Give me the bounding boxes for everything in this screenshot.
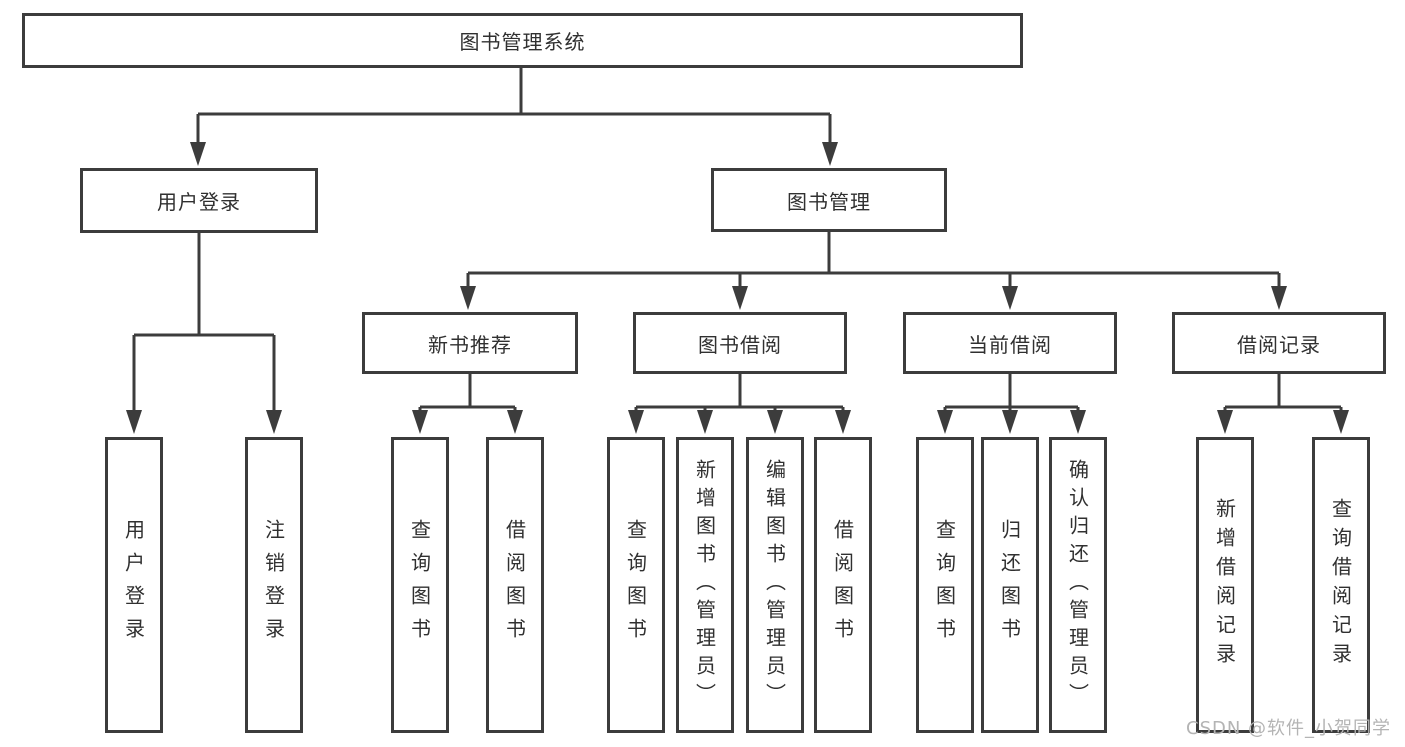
- leaf-logout-login: 注销登录: [245, 437, 303, 733]
- arrow-down-icon: [937, 410, 953, 434]
- node-root: 图书管理系统: [22, 13, 1023, 68]
- leaf-borrow-books-borrowing: 借阅图书: [814, 437, 872, 733]
- current-borrowing-label: 当前借阅: [968, 332, 1052, 357]
- arrow-down-icon: [266, 410, 282, 434]
- leaf-borrow-books-recommend: 借阅图书: [486, 437, 544, 733]
- leaf-query-borrow-record: 查询借阅记录: [1312, 437, 1370, 733]
- csdn-watermark: CSDN @软件_小贺同学: [1186, 718, 1392, 739]
- leaf-add-books-admin: 新增图书（管理员）: [676, 437, 734, 733]
- arrow-down-icon: [628, 410, 644, 434]
- root-label: 图书管理系统: [459, 30, 586, 54]
- connector-root: [190, 68, 838, 166]
- node-book-management: 图书管理: [711, 168, 947, 232]
- leaf-return-books: 归还图书: [981, 437, 1039, 733]
- borrowing-records-label: 借阅记录: [1237, 332, 1321, 357]
- node-book-borrowing: 图书借阅: [633, 312, 847, 374]
- leaf-add-borrow-record: 新增借阅记录: [1196, 437, 1254, 733]
- arrow-down-icon: [412, 410, 428, 434]
- connector-current-borrowing: [937, 374, 1086, 434]
- leaf-query-books-recommend: 查询图书: [391, 437, 449, 733]
- arrow-down-icon: [767, 410, 783, 434]
- node-new-book-recommendation: 新书推荐: [362, 312, 578, 374]
- leaf-confirm-return-admin: 确认归还（管理员）: [1049, 437, 1107, 733]
- arrow-down-icon: [1002, 286, 1018, 310]
- arrow-down-icon: [507, 410, 523, 434]
- connector-book-borrowing: [628, 374, 851, 434]
- arrow-down-icon: [1217, 410, 1233, 434]
- arrow-down-icon: [1333, 410, 1349, 434]
- connector-book-management: [460, 232, 1287, 310]
- arrow-down-icon: [126, 410, 142, 434]
- arrow-down-icon: [1070, 410, 1086, 434]
- arrow-down-icon: [460, 286, 476, 310]
- connector-user-login: [126, 232, 282, 434]
- node-borrowing-records: 借阅记录: [1172, 312, 1386, 374]
- connector-new-book-recommendation: [412, 374, 523, 434]
- arrow-down-icon: [697, 410, 713, 434]
- new-book-recommendation-label: 新书推荐: [428, 332, 512, 357]
- leaf-query-books-borrowing: 查询图书: [607, 437, 665, 733]
- book-borrowing-label: 图书借阅: [698, 332, 782, 357]
- user-login-label: 用户登录: [157, 190, 241, 214]
- node-user-login: 用户登录: [80, 168, 318, 233]
- arrow-down-icon: [1002, 410, 1018, 434]
- node-current-borrowing: 当前借阅: [903, 312, 1117, 374]
- arrow-down-icon: [190, 142, 206, 166]
- leaf-query-books-current: 查询图书: [916, 437, 974, 733]
- arrow-down-icon: [732, 286, 748, 310]
- leaf-edit-books-admin: 编辑图书（管理员）: [746, 437, 804, 733]
- book-management-label: 图书管理: [787, 189, 871, 214]
- arrow-down-icon: [835, 410, 851, 434]
- connector-borrowing-records: [1217, 374, 1349, 434]
- arrow-down-icon: [822, 142, 838, 166]
- leaf-user-login: 用户登录: [105, 437, 163, 733]
- arrow-down-icon: [1271, 286, 1287, 310]
